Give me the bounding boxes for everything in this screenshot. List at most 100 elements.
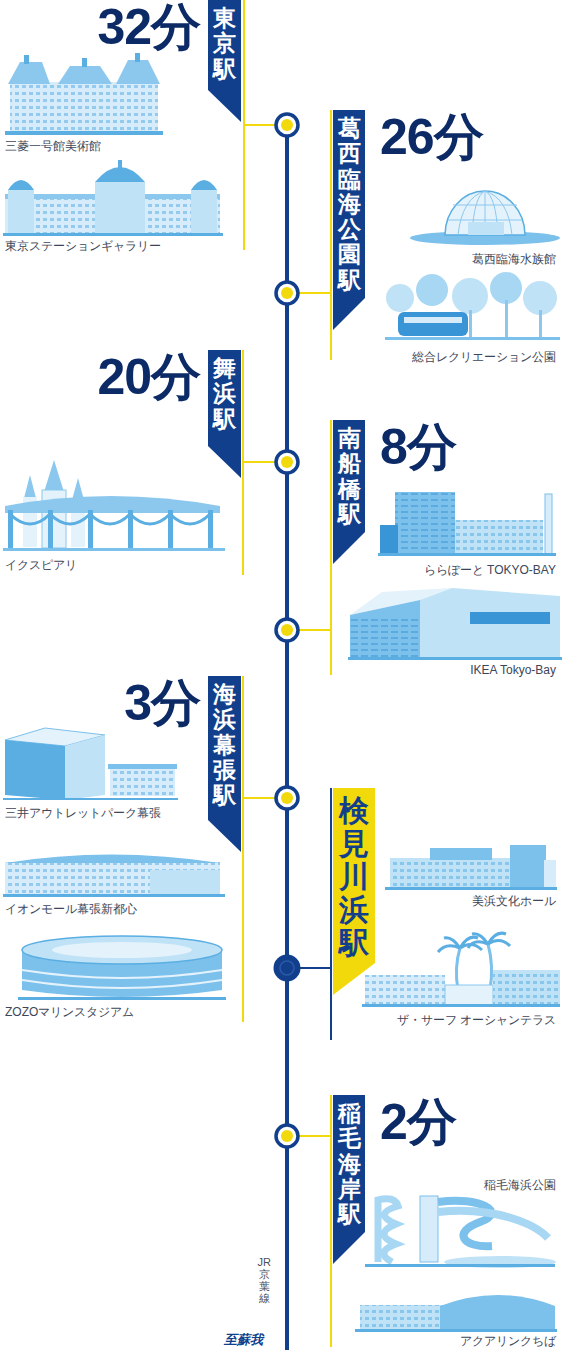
station-building-illustration	[3, 233, 223, 236]
hall-illustration	[510, 845, 546, 888]
stadium-illustration	[18, 997, 226, 1000]
mall-illustration	[208, 510, 213, 550]
mall-illustration	[48, 510, 53, 550]
station-dot	[276, 282, 298, 304]
station-building-illustration	[191, 180, 217, 190]
station-dot	[275, 114, 299, 1147]
park-illustration	[523, 281, 557, 315]
station-dot	[276, 451, 298, 473]
banner-shape	[333, 1095, 365, 1264]
museum-illustration	[8, 62, 50, 84]
direction-label: 至蘇我	[224, 1332, 263, 1348]
outlet-illustration	[110, 768, 175, 796]
park-illustration	[469, 310, 472, 338]
leader-line	[330, 420, 332, 675]
stadium-illustration	[22, 970, 222, 988]
park-illustration	[404, 317, 462, 323]
terrace-illustration	[456, 944, 491, 990]
station-dot	[275, 956, 299, 980]
leader-line	[297, 292, 332, 294]
mall-illustration	[455, 520, 543, 554]
hall-illustration	[390, 858, 512, 888]
station-banner: 東京駅32分	[208, 0, 241, 122]
banner-shape	[208, 350, 241, 478]
mall-illustration	[395, 492, 455, 554]
travel-time: 3分	[124, 678, 200, 728]
leader-line	[330, 788, 332, 1040]
travel-time: 20分	[97, 352, 200, 402]
facility-label: 稲毛海浜公園	[484, 1178, 556, 1192]
banner-shape	[333, 788, 375, 995]
banner-shape	[208, 676, 241, 852]
mall-illustration	[5, 862, 220, 895]
station-dot	[281, 119, 293, 131]
museum-illustration	[58, 66, 112, 84]
station-name: 舞浜駅	[213, 356, 236, 432]
station-dot	[276, 619, 298, 641]
mall-illustration	[5, 855, 220, 864]
mall-illustration	[8, 510, 13, 550]
station-dot	[281, 1130, 293, 1142]
leader-line	[242, 797, 277, 799]
outlet-illustration	[3, 798, 178, 800]
mall-illustration	[378, 553, 556, 556]
leader-line	[297, 629, 332, 631]
station-dot	[280, 961, 294, 975]
mall-illustration	[24, 475, 36, 498]
mall-illustration	[545, 494, 552, 554]
park-illustration	[385, 337, 560, 340]
station-name: 葛西臨海公園駅	[338, 116, 361, 293]
mall-illustration	[10, 514, 210, 524]
station-name: 南船橋駅	[338, 426, 361, 527]
leader-line	[242, 461, 277, 463]
travel-time: 2分	[380, 1097, 456, 1147]
museum-illustration	[5, 131, 163, 135]
station-dot	[281, 456, 293, 468]
park-illustration	[490, 272, 522, 304]
station-dot	[276, 1125, 298, 1147]
waterslide-illustration	[438, 1211, 548, 1238]
terrace-illustration	[365, 975, 445, 1005]
mall-illustration	[128, 510, 133, 550]
mall-illustration	[5, 496, 220, 513]
banner-shape	[208, 0, 241, 122]
stadium-illustration	[18, 936, 226, 1000]
station-dot	[281, 792, 293, 804]
aquarium-illustration	[410, 191, 560, 245]
arena-illustration	[355, 1295, 557, 1332]
station-building-illustration	[95, 182, 145, 234]
line-name: JR京葉線	[257, 1256, 271, 1304]
waterslide-illustration	[378, 1199, 398, 1262]
travel-time: 8分	[380, 422, 456, 472]
stadium-illustration	[52, 942, 192, 958]
park-illustration	[385, 272, 560, 340]
aquarium-illustration	[468, 222, 504, 235]
terrace-illustration	[438, 937, 482, 952]
mall-illustration	[88, 510, 93, 550]
aquarium-illustration	[458, 191, 512, 235]
stadium-illustration	[22, 936, 222, 964]
terrace-illustration	[365, 975, 445, 1005]
hall-illustration	[430, 848, 492, 860]
facility-label: アクアリンクちば	[460, 1334, 556, 1348]
terrace-illustration	[362, 933, 560, 1007]
mall-illustration	[378, 492, 556, 556]
outlet-illustration	[110, 768, 175, 796]
mall-illustration	[455, 520, 543, 554]
facility-label: 東京ステーションギャラリー	[5, 239, 161, 253]
station-banner: 海浜幕張駅3分	[208, 676, 241, 852]
facility-label: イクスピアリ	[5, 558, 77, 572]
station-dot	[276, 114, 298, 136]
museum-illustration	[10, 82, 158, 132]
facility-label: 葛西臨海水族館	[472, 252, 556, 266]
leader-line	[297, 1135, 332, 1137]
facility-label: IKEA Tokyo-Bay	[470, 663, 556, 677]
mall-illustration	[150, 870, 220, 895]
mall-illustration	[72, 478, 84, 500]
outlet-illustration	[3, 728, 178, 800]
park-illustration	[539, 310, 542, 338]
station-building-illustration	[118, 160, 122, 168]
terrace-illustration	[445, 985, 493, 1005]
facility-label: 三菱一号館美術館	[5, 139, 101, 153]
